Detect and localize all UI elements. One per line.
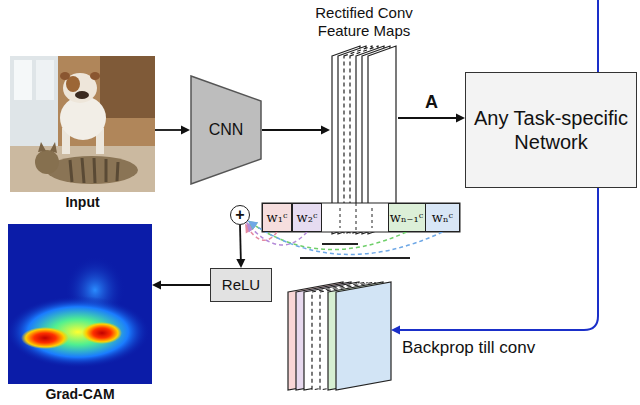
weight-cell: wₙ₋₁ᶜ <box>388 203 426 232</box>
arrow-head <box>181 126 190 135</box>
connector <box>262 129 324 131</box>
stack-caption: Rectified Conv Feature Maps <box>294 4 434 40</box>
wall <box>10 56 155 192</box>
floor <box>10 146 155 192</box>
connector <box>398 117 459 119</box>
grad-cam-picture <box>8 224 152 384</box>
box-label: ReLU <box>222 276 260 294</box>
dog-nose <box>75 91 89 99</box>
pooling-bar <box>322 243 358 245</box>
input-photo <box>10 56 155 192</box>
arrow-head <box>456 114 465 123</box>
cat-ear <box>50 142 57 153</box>
weight-symbol: wₙᶜ <box>432 210 453 226</box>
cabinet <box>100 56 155 118</box>
cat-stripes <box>70 158 118 183</box>
grad-cam-heatmap: Grad-CAM <box>8 224 152 384</box>
gradient-sheet <box>336 282 391 390</box>
weight-symbol: w₂ᶜ <box>297 210 318 226</box>
edge-label: A <box>423 93 440 113</box>
weight-cell: w₂ᶜ <box>292 203 322 232</box>
weight-symbol: wₙ₋₁ᶜ <box>390 210 423 226</box>
weight-bar <box>262 203 460 232</box>
arrow-head <box>321 126 330 135</box>
image-caption: Grad-CAM <box>8 386 152 403</box>
empty-cell-mark <box>340 208 341 228</box>
stack-caption: Backprop till conv <box>402 338 535 358</box>
cat-head <box>35 150 59 174</box>
heat-blob <box>8 296 150 368</box>
gradient-sheets <box>288 282 391 390</box>
task-network-box: Any Task-specific Network <box>465 72 637 188</box>
backprop-line <box>597 0 599 72</box>
weight-symbol: w₁ᶜ <box>267 210 288 226</box>
cnn-block: CNN <box>190 75 262 185</box>
window-pane <box>14 60 32 100</box>
connector <box>239 225 242 262</box>
trapezoid-shape <box>191 76 261 184</box>
gradient-stack: Backprop till conv <box>286 280 391 392</box>
relu-box: ReLU <box>210 268 272 302</box>
plus-sign: + <box>235 207 244 223</box>
window <box>10 56 58 152</box>
pooling-bar <box>300 257 410 259</box>
heat-spot <box>21 327 69 349</box>
cat-body <box>46 156 138 184</box>
arrow-head <box>152 281 161 290</box>
dog-ear <box>90 72 100 80</box>
arrow-head <box>248 221 258 230</box>
sum-node: + <box>230 205 250 225</box>
arrow-head <box>391 326 400 335</box>
cat-ear <box>38 142 46 152</box>
weight-cell: w₁ᶜ <box>262 203 292 232</box>
image-caption: Input <box>10 194 155 211</box>
weight-cell: wₙᶜ <box>425 203 460 232</box>
dog-ear <box>60 72 70 80</box>
window-pane <box>36 60 54 100</box>
empty-cell-mark <box>372 208 373 228</box>
box-label: Any Task-specific Network <box>466 106 636 154</box>
weight-vector <box>262 203 460 232</box>
arrow-head <box>236 259 245 268</box>
input-image: Input <box>10 56 155 192</box>
block-label: CNN <box>209 120 244 139</box>
empty-cell-divider <box>356 203 357 232</box>
connector <box>397 188 598 330</box>
arrow-head <box>248 221 258 230</box>
connector <box>155 129 184 131</box>
heat-spot <box>82 322 122 344</box>
connector <box>158 284 210 286</box>
